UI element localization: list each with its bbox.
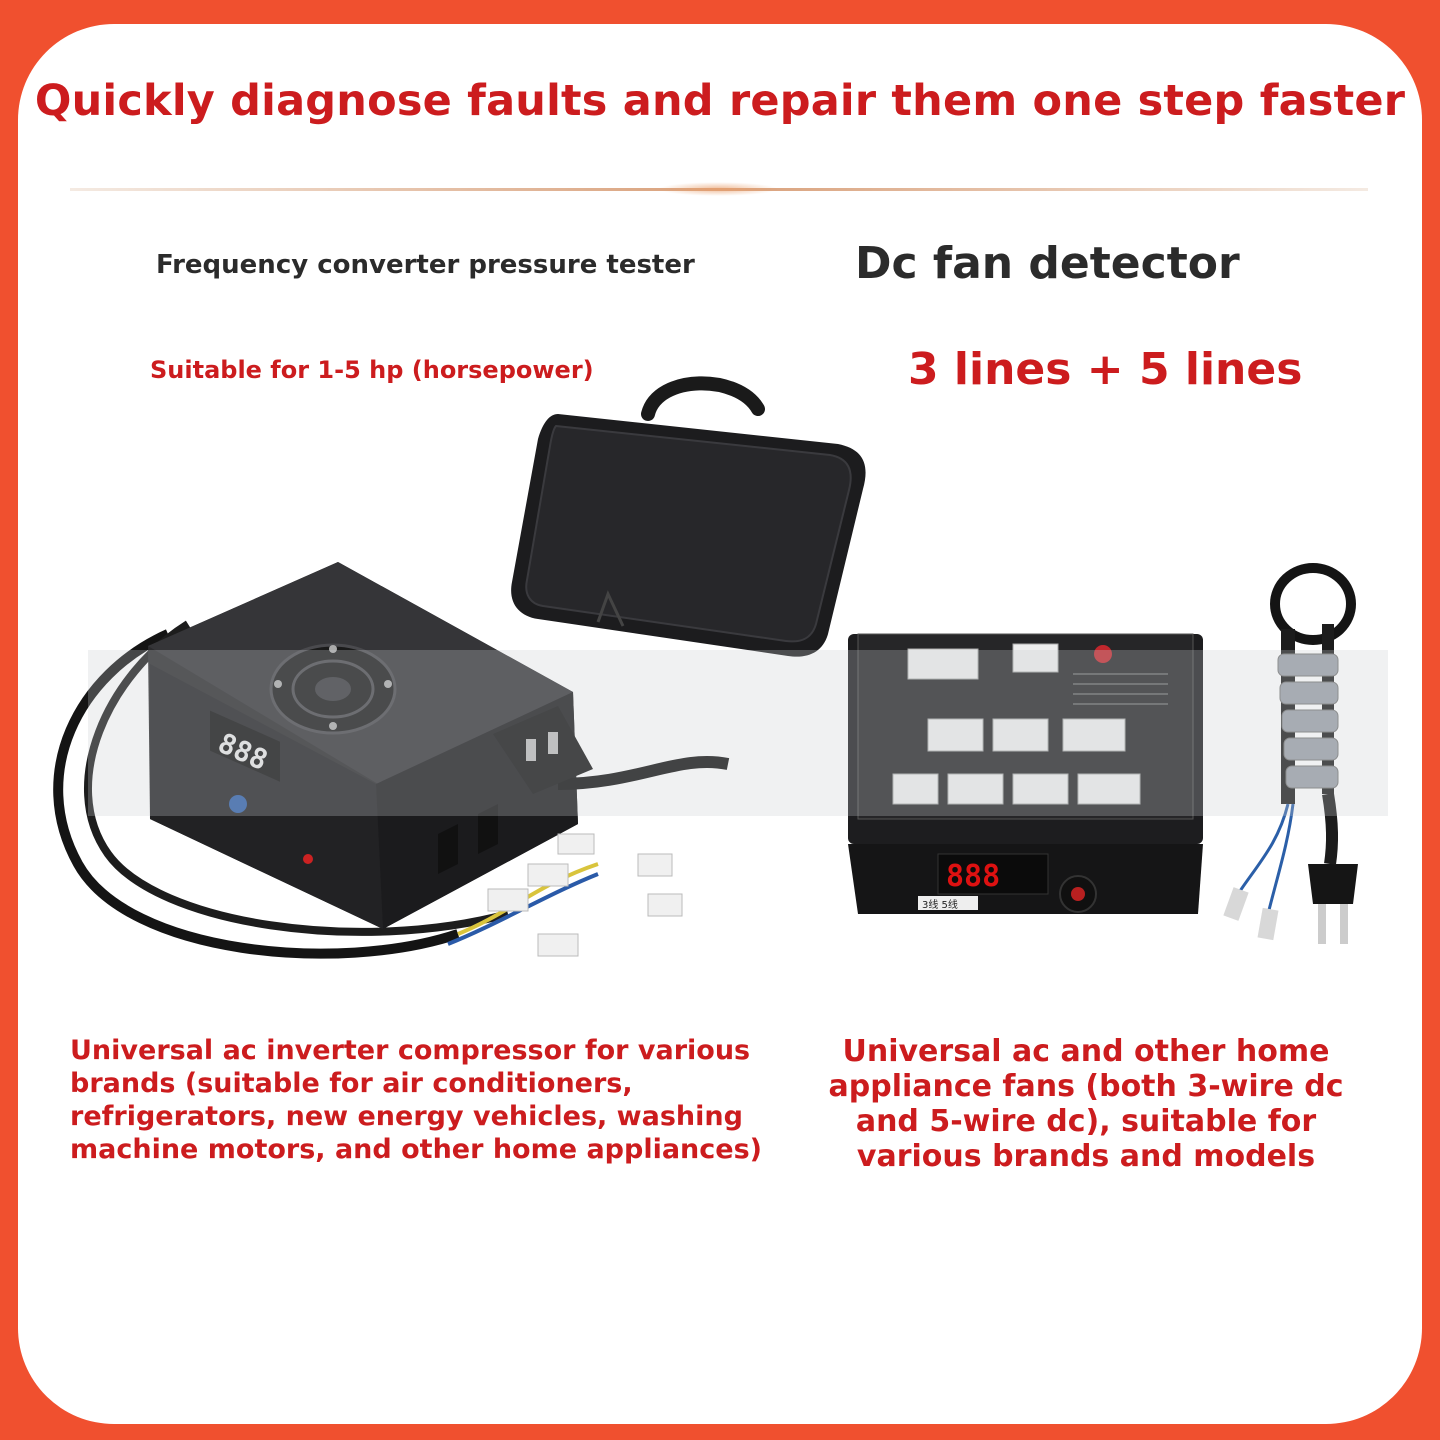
- product-card: Quickly diagnose faults and repair them …: [18, 24, 1422, 1424]
- divider-glow: [658, 182, 778, 196]
- wire-mode-switch: 3线 5线: [922, 898, 958, 911]
- right-device-display: 888: [946, 859, 1000, 894]
- left-product-title: Frequency converter pressure tester: [156, 250, 695, 280]
- headline: Quickly diagnose faults and repair them …: [34, 76, 1406, 126]
- power-cord-image: [1223, 563, 1358, 944]
- left-product-spec: Suitable for 1-5 hp (horsepower): [150, 356, 594, 384]
- left-product-description: Universal ac inverter compressor for var…: [70, 1035, 762, 1165]
- carry-case-image: [511, 376, 866, 657]
- right-product-spec: 3 lines + 5 lines: [908, 344, 1303, 395]
- right-product-description: Universal ac and other home appliance fa…: [828, 1034, 1344, 1174]
- watermark-band: [88, 650, 1388, 816]
- frequency-converter-tester-image: 888: [53, 562, 730, 959]
- right-product-title: Dc fan detector: [855, 238, 1240, 289]
- dc-fan-detector-image: 888 3线 5线: [848, 633, 1203, 914]
